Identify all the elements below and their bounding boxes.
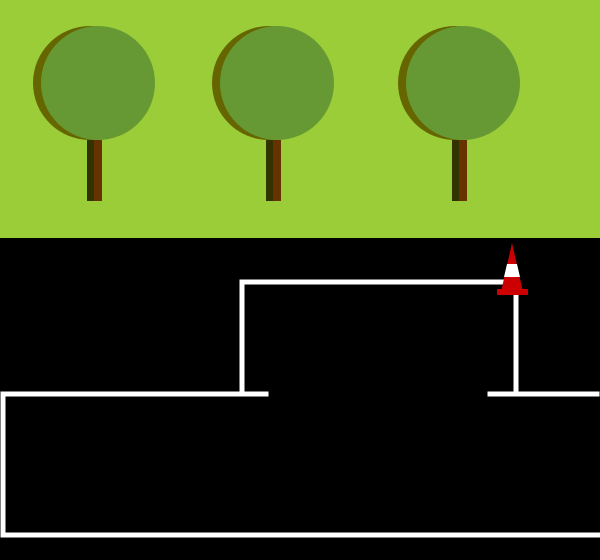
target-parking-spot-outline (239, 279, 519, 397)
tree-1 (33, 26, 155, 201)
tree-canopy (406, 26, 520, 140)
cone-base (497, 289, 528, 295)
lane-lines (0, 279, 600, 538)
tree-trunk (273, 140, 281, 201)
tree-trunk (94, 140, 102, 201)
tree-2 (212, 26, 334, 201)
cone-stripe (504, 264, 520, 277)
traffic-cone (497, 243, 528, 295)
tree-canopy (41, 26, 155, 140)
tree-trunk-shadow (266, 140, 274, 201)
tree-canopy (220, 26, 334, 140)
tree-trunk-shadow (452, 140, 460, 201)
tree-3 (398, 26, 520, 201)
tree-trunk-shadow (87, 140, 95, 201)
tree-trunk (459, 140, 467, 201)
